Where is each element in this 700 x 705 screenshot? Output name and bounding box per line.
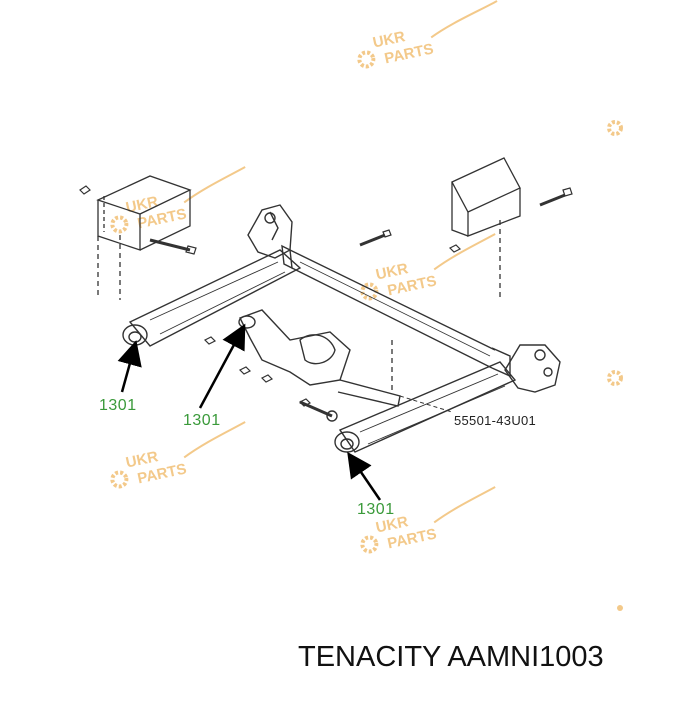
right-frame-rail <box>391 157 521 390</box>
svg-text:UKR: UKR <box>371 28 406 51</box>
callout-label-right-arm: 1301 <box>357 501 395 518</box>
part-reference-code: 55501-43U01 <box>454 413 537 428</box>
right-trailing-arm <box>334 361 517 453</box>
svg-text:UKR: UKR <box>374 513 409 536</box>
watermark-logo: UKR PARTS <box>110 421 246 489</box>
watermark-gear <box>607 120 623 611</box>
crossmember <box>247 204 561 393</box>
left-frame-rail <box>96 175 192 300</box>
callout-label-center-mount: 1301 <box>183 412 221 429</box>
callout-arrows <box>117 323 382 501</box>
watermark-logo: UKR PARTS <box>357 0 498 69</box>
svg-text:UKR: UKR <box>124 448 159 471</box>
svg-text:UKR: UKR <box>124 193 159 216</box>
center-mount <box>238 309 401 422</box>
left-trailing-arm <box>122 249 302 347</box>
leader-lines <box>399 395 453 413</box>
svg-text:UKR: UKR <box>374 260 409 283</box>
watermark-logo: UKR PARTS <box>360 233 496 301</box>
product-caption: TENACITY AAMNI1003 <box>298 641 604 673</box>
callout-label-left-arm: 1301 <box>99 397 137 414</box>
watermark-logo: UKR PARTS <box>110 166 246 234</box>
